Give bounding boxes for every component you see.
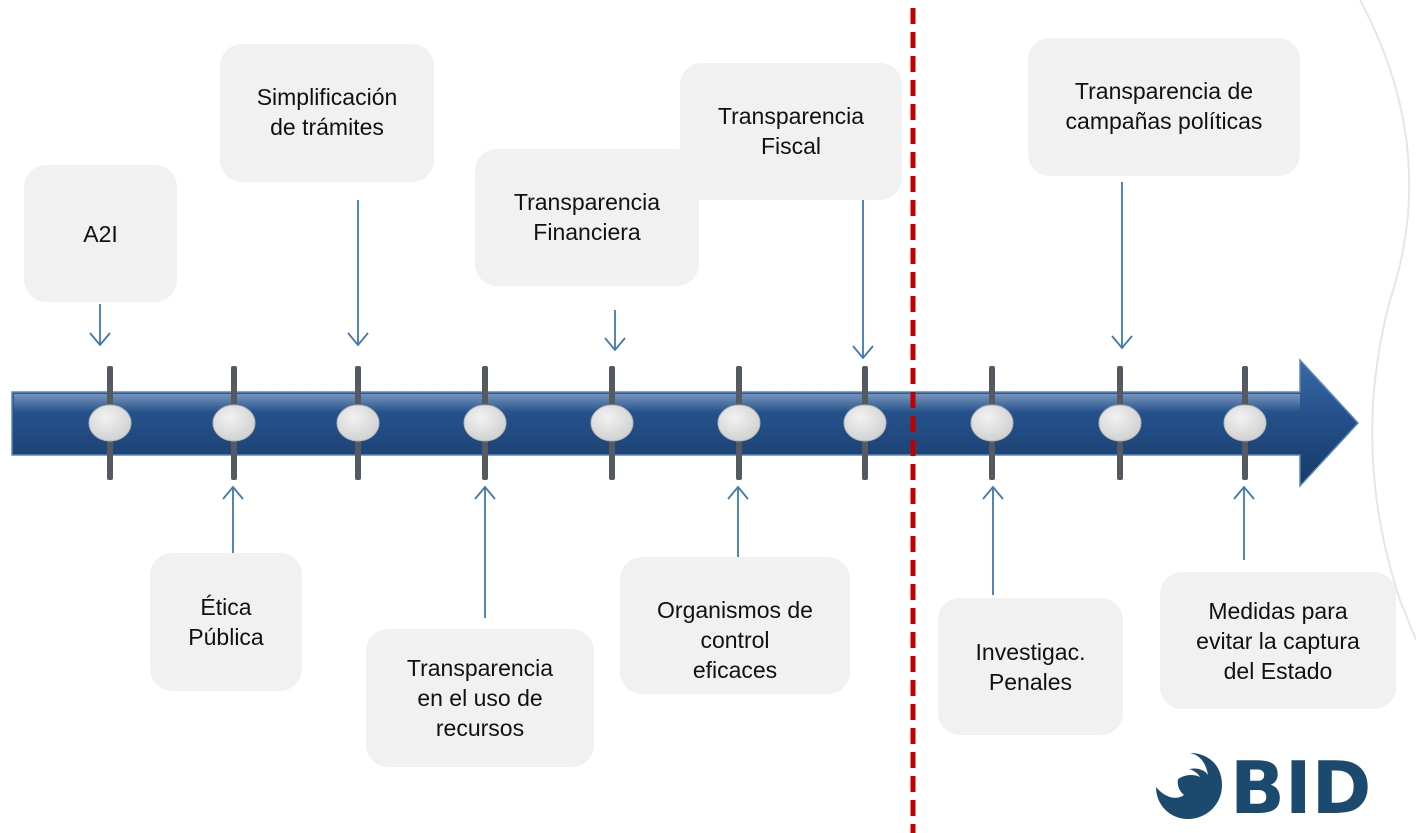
connector-arrowhead-penales bbox=[982, 485, 1004, 500]
connector-arrowhead-organismos bbox=[727, 485, 749, 500]
milestone-box-campanas: Transparencia de campañas políticas bbox=[1028, 38, 1300, 176]
timeline-node-penales bbox=[970, 404, 1014, 442]
bid-logo-swoosh bbox=[1168, 768, 1200, 783]
timeline-node-recursos bbox=[463, 404, 507, 442]
timeline-node-financiera bbox=[590, 404, 634, 442]
milestone-box-financiera: Transparencia Financiera bbox=[475, 149, 699, 286]
connector-arrowhead-etica bbox=[222, 485, 244, 500]
timeline-node-simplificacion bbox=[336, 404, 380, 442]
bid-logo-text: BID bbox=[1230, 746, 1371, 825]
timeline-node-campanas bbox=[1098, 404, 1142, 442]
milestone-label-fiscal: Transparencia Fiscal bbox=[717, 103, 865, 159]
connector-arrowhead-financiera bbox=[604, 337, 626, 352]
milestone-label-campanas: Transparencia de campañas políticas bbox=[1065, 78, 1263, 134]
connector-arrowhead-a2i bbox=[89, 332, 111, 347]
connector-arrowhead-campanas bbox=[1111, 335, 1133, 350]
milestone-label-penales: Investigac. Penales bbox=[975, 638, 1086, 695]
connector-arrowhead-recursos bbox=[474, 485, 496, 500]
milestone-label-organismos: Organismos de control eficaces bbox=[657, 597, 813, 683]
milestone-box-a2i: A2I bbox=[24, 165, 177, 302]
timeline-arrow bbox=[11, 358, 1360, 488]
bid-logo: BID bbox=[1156, 746, 1371, 825]
timeline-arrow-highlight bbox=[14, 394, 1300, 412]
milestone-label-recursos: Transparencia en el uso de recursos bbox=[406, 655, 554, 741]
connector-arrowhead-captura bbox=[1233, 485, 1255, 500]
timeline-node-organismos bbox=[717, 404, 761, 442]
milestone-label-etica: Ética Pública bbox=[188, 594, 264, 650]
connector-arrowhead-fiscal bbox=[852, 345, 874, 360]
connector-arrowhead-simplificacion bbox=[347, 332, 369, 347]
milestone-label-captura: Medidas para evitar la captura del Estad… bbox=[1196, 597, 1360, 684]
timeline-node-fiscal bbox=[843, 404, 887, 442]
timeline-node-etica bbox=[212, 404, 256, 442]
milestone-label-a2i: A2I bbox=[83, 220, 118, 247]
bid-logo-mark bbox=[1156, 753, 1222, 819]
milestone-box-organismos: Organismos de control eficaces bbox=[620, 557, 850, 694]
milestone-box-penales: Investigac. Penales bbox=[938, 598, 1123, 735]
milestone-box-recursos: Transparencia en el uso de recursos bbox=[366, 629, 594, 767]
milestone-box-simplificacion: Simplificación de trámites bbox=[220, 44, 434, 182]
milestone-box-fiscal: Transparencia Fiscal bbox=[680, 63, 902, 200]
milestone-box-captura: Medidas para evitar la captura del Estad… bbox=[1160, 572, 1396, 709]
timeline-node-captura bbox=[1223, 404, 1267, 442]
timeline-node-a2i bbox=[88, 404, 132, 442]
decorative-curve bbox=[1359, 0, 1416, 641]
milestone-box-etica: Ética Pública bbox=[150, 553, 302, 691]
milestone-label-simplificacion: Simplificación de trámites bbox=[256, 84, 398, 140]
milestone-label-financiera: Transparencia Financiera bbox=[513, 189, 661, 245]
